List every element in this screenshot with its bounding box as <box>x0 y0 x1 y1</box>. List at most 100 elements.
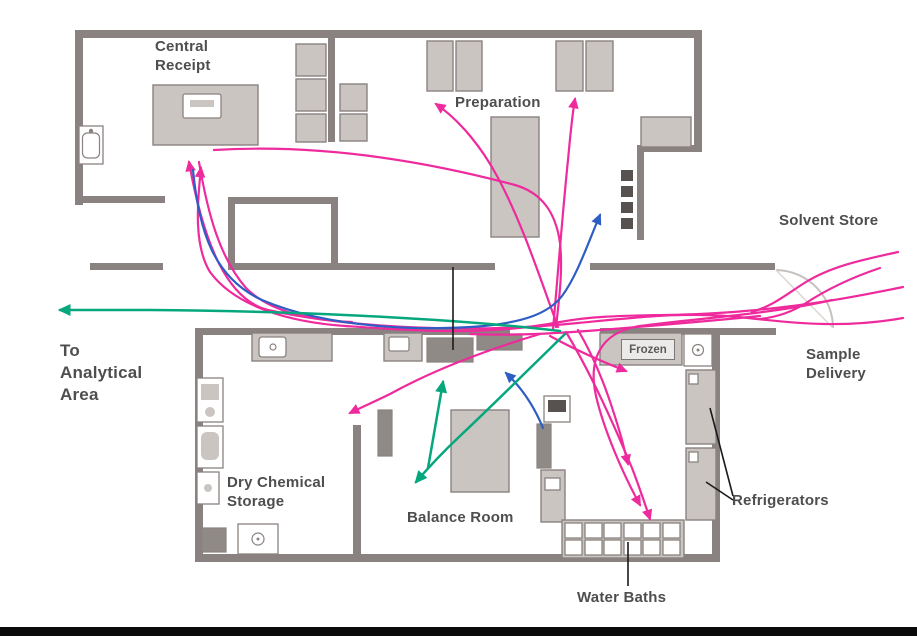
label-refrigerators: Refrigerators <box>732 492 829 509</box>
flow-balance-up-blue <box>504 371 545 430</box>
flow-balance-return-green <box>426 379 448 470</box>
flow-to-analytical-green <box>57 304 562 333</box>
flow-paths <box>57 97 905 521</box>
balance-table <box>450 409 510 493</box>
flow-sample-to-receipt-2 <box>185 160 905 330</box>
wall-innerroom-right <box>331 197 338 267</box>
flow-solvent-line-2 <box>758 266 882 321</box>
sink-top-right <box>683 333 713 367</box>
cabinet-1 <box>295 43 327 77</box>
safety-shower-drain <box>205 407 215 417</box>
door-swing-chord <box>775 269 834 329</box>
water-bath-cell <box>662 522 681 539</box>
safety-shower-detail <box>201 384 219 400</box>
wall-top <box>75 30 702 38</box>
wall-lower-bottom <box>195 554 720 562</box>
flow-hub-to-preparation-right <box>551 97 579 332</box>
bench-small-item <box>388 336 410 352</box>
bench-sink <box>258 336 287 358</box>
wall-step-vertical <box>637 145 644 240</box>
laptop-screen <box>190 100 214 107</box>
label-dry-chemical-storage: Dry Chemical Storage <box>227 474 326 510</box>
eyewash-detail <box>201 432 219 460</box>
water-baths-grid <box>561 519 685 559</box>
wall-lower-top-2 <box>600 328 712 335</box>
wall-upper-left-bottom <box>75 196 165 203</box>
bench-sink-drain <box>269 343 277 351</box>
wall-upper-right <box>694 30 702 152</box>
wall-corridor-top-1 <box>90 263 163 270</box>
water-bath-cell <box>642 522 661 539</box>
refrigerator-pointer-line-2 <box>705 481 734 501</box>
wall-balance-divider <box>353 425 361 562</box>
label-balance-room: Balance Room <box>407 509 514 526</box>
water-bath-cell <box>642 539 661 556</box>
electrical-panel-4 <box>621 218 633 229</box>
frozen-box-label: Frozen <box>621 339 675 360</box>
bench-top-right <box>640 116 692 148</box>
refrigerator-2-handle <box>688 451 699 463</box>
refrigerator-1 <box>685 369 717 445</box>
flow-hub-to-frozen <box>548 334 628 373</box>
door-leaf-2 <box>536 423 552 469</box>
flow-hub-to-balance-green <box>414 332 567 484</box>
cabinet-2 <box>295 78 327 112</box>
wall-corridor-right-stub <box>712 328 776 335</box>
water-bath-cell <box>584 539 603 556</box>
label-solvent-store: Solvent Store <box>779 212 879 229</box>
furniture <box>78 40 717 559</box>
prep-bench-1 <box>426 40 454 92</box>
wall-step-horizontal <box>637 145 702 152</box>
wall-upper-left <box>75 30 83 205</box>
sink-bottom-left-basin <box>251 532 265 546</box>
storage-box-detail <box>204 484 212 492</box>
flow-corridor-extra <box>468 314 762 336</box>
sink-top-right-basin <box>691 343 705 357</box>
wall-lower-top-1 <box>195 328 510 335</box>
water-bath-cell <box>623 522 642 539</box>
water-bath-cell <box>603 522 622 539</box>
monitor-screen <box>548 400 566 412</box>
wall-lower-right <box>712 328 720 562</box>
sink-top-right-drain <box>696 348 700 352</box>
electrical-panel-1 <box>621 170 633 181</box>
label-water-baths: Water Baths <box>577 589 667 606</box>
prep-bench-4 <box>585 40 614 92</box>
wall-innerroom-top <box>228 197 338 204</box>
door-swing-arc <box>775 269 834 329</box>
dark-cabinet-bottom-left <box>201 527 227 553</box>
label-central-receipt: Central Receipt <box>155 38 211 74</box>
refrigerator-1-handle <box>688 373 699 385</box>
balance-instrument <box>426 337 474 363</box>
electrical-panel-2 <box>621 186 633 197</box>
cabinet-4 <box>339 83 368 112</box>
label-preparation: Preparation <box>455 94 541 111</box>
flow-receipt-to-prep-blue <box>191 168 602 330</box>
flow-hub-to-drychem <box>348 332 542 415</box>
wall-innerroom-left <box>228 197 235 267</box>
flow-sample-to-fridge <box>592 298 834 507</box>
prep-bench-vertical <box>490 116 540 238</box>
water-bath-cell <box>603 539 622 556</box>
sink-bottom-left-drain <box>256 537 260 541</box>
cabinet-5 <box>339 113 368 142</box>
wall-receipt-prep-divider <box>328 30 335 142</box>
water-bath-cell <box>584 522 603 539</box>
flow-solvent-line-1 <box>750 250 900 314</box>
pointer-lines <box>452 267 734 586</box>
cabinet-3 <box>295 113 327 143</box>
flow-receipt-down-corridor <box>197 160 354 324</box>
water-bath-cell <box>662 539 681 556</box>
sample-delivery-door <box>775 269 834 329</box>
bottom-black-bar <box>0 627 917 636</box>
label-sample-delivery: Sample Delivery <box>806 346 866 382</box>
bench-right-item <box>544 477 561 491</box>
prep-bench-3 <box>555 40 584 92</box>
label-to-analytical-area: To Analytical Area <box>60 341 143 405</box>
door-leaf-1 <box>377 409 393 457</box>
electrical-panel-3 <box>621 202 633 213</box>
sink-faucet <box>88 128 94 134</box>
refrigerator-pointer-line-1 <box>709 407 734 497</box>
